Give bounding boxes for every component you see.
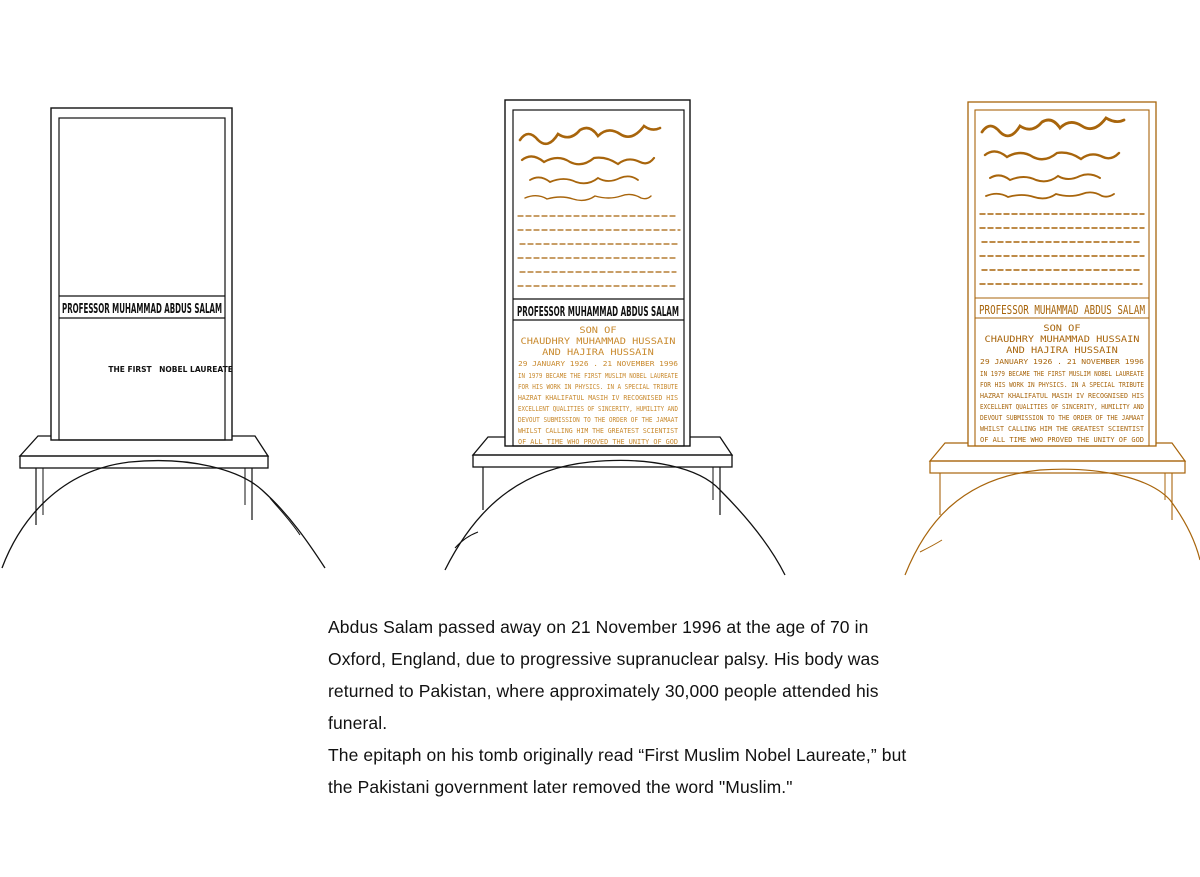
stone-table bbox=[18, 435, 270, 525]
epitaph-line: WHILST CALLING HIM THE GREATEST SCIENTIS… bbox=[518, 427, 679, 435]
epitaph-line: AND HAJIRA HUSSAIN bbox=[1006, 346, 1118, 356]
epitaph-line: SON OF bbox=[1043, 324, 1080, 334]
tombstone-slab: PROFESSOR MUHAMMAD ABDUS SALAM SON OFCHA… bbox=[967, 101, 1157, 447]
caption-paragraph: The epitaph on his tomb originally read … bbox=[328, 745, 907, 797]
epitaph-line: OF ALL TIME WHO PROVED THE UNITY OF GOD bbox=[980, 436, 1144, 444]
epitaph-line: WHILST CALLING HIM THE GREATEST SCIENTIS… bbox=[980, 425, 1145, 433]
tomb-blank: PROFESSOR MUHAMMAD ABDUS SALAM THE FIRST… bbox=[1, 107, 326, 569]
tombstone-slab: PROFESSOR MUHAMMAD ABDUS SALAM SON OFCHA… bbox=[504, 99, 691, 447]
epitaph-line: HAZRAT KHALIFATUL MASIH IV RECOGNISED HI… bbox=[518, 394, 678, 402]
epitaph-line: EXCELLENT QUALITIES OF SINCERITY, HUMILI… bbox=[980, 403, 1144, 411]
caption-paragraph: Abdus Salam passed away on 21 November 1… bbox=[328, 617, 880, 733]
urdu-calligraphy bbox=[979, 116, 1145, 285]
epitaph-line: 29 JANUARY 1926 . 21 NOVEMBER 1996 bbox=[518, 360, 678, 368]
tombstone-slab: PROFESSOR MUHAMMAD ABDUS SALAM THE FIRST… bbox=[50, 107, 233, 441]
epitaph-line: IN 1979 BECAME THE FIRST MUSLIM NOBEL LA… bbox=[518, 372, 678, 380]
laureate-phrase: NOBEL LAUREATE bbox=[159, 365, 233, 374]
tomb-illustration: PROFESSOR MUHAMMAD ABDUS SALAM THE FIRST… bbox=[1, 99, 1200, 576]
grave-mound bbox=[444, 459, 786, 576]
stone-table bbox=[928, 442, 1187, 520]
epitaph-line: SON OF bbox=[579, 326, 616, 336]
epitaph-line: CHAUDHRY MUHAMMAD HUSSAIN bbox=[521, 337, 676, 347]
name-line: PROFESSOR MUHAMMAD ABDUS SALAM bbox=[979, 302, 1145, 317]
epitaph-line: HAZRAT KHALIFATUL MASIH IV RECOGNISED HI… bbox=[980, 392, 1144, 400]
caption: Abdus Salam passed away on 21 November 1… bbox=[328, 611, 928, 803]
grave-mound bbox=[904, 468, 1200, 576]
urdu-calligraphy bbox=[517, 124, 681, 287]
name-line: PROFESSOR MUHAMMAD ABDUS SALAM bbox=[62, 302, 222, 317]
stone-table bbox=[471, 436, 734, 515]
epitaph-line: 29 JANUARY 1926 . 21 NOVEMBER 1996 bbox=[980, 358, 1144, 366]
epitaph-line: CHAUDHRY MUHAMMAD HUSSAIN bbox=[985, 335, 1140, 345]
grave-mound bbox=[1, 459, 326, 569]
tomb-partial: PROFESSOR MUHAMMAD ABDUS SALAM SON OFCHA… bbox=[444, 99, 786, 576]
epitaph-line: FOR HIS WORK IN PHYSICS. IN A SPECIAL TR… bbox=[518, 383, 678, 391]
epitaph-line: EXCELLENT QUALITIES OF SINCERITY, HUMILI… bbox=[518, 405, 678, 413]
epitaph-line: DEVOUT SUBMISSION TO THE ORDER OF THE JA… bbox=[518, 416, 679, 424]
epitaph-line: IN 1979 BECAME THE FIRST MUSLIM NOBEL LA… bbox=[980, 370, 1144, 378]
tomb-complete: PROFESSOR MUHAMMAD ABDUS SALAM SON OFCHA… bbox=[904, 101, 1200, 576]
epitaph-line: FOR HIS WORK IN PHYSICS. IN A SPECIAL TR… bbox=[980, 381, 1144, 389]
name-line: PROFESSOR MUHAMMAD ABDUS SALAM bbox=[517, 305, 679, 320]
first-phrase: THE FIRST bbox=[108, 365, 152, 374]
epitaph-line: OF ALL TIME WHO PROVED THE UNITY OF GOD bbox=[518, 438, 678, 446]
epitaph-line: DEVOUT SUBMISSION TO THE ORDER OF THE JA… bbox=[980, 414, 1145, 422]
epitaph-line: AND HAJIRA HUSSAIN bbox=[542, 348, 654, 358]
